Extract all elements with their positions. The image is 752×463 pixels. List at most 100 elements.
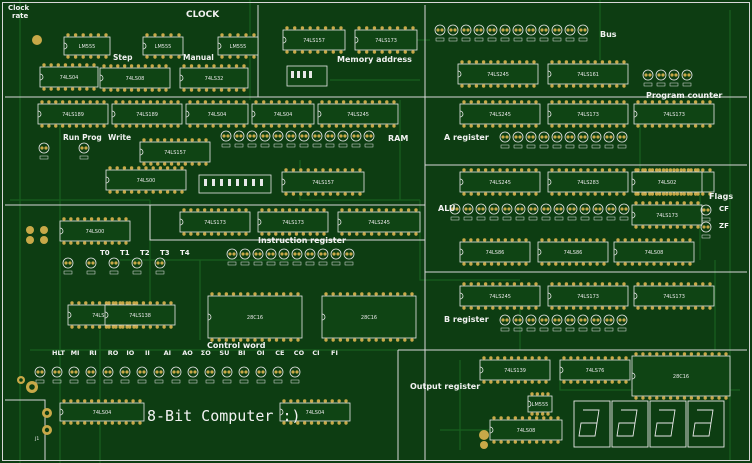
chip-label: 74LS138 — [129, 313, 151, 319]
chip-74ls173: 74LS173 — [179, 208, 251, 236]
chip-label: 74LS161 — [92, 313, 114, 319]
chip-label: 74LS86 — [486, 250, 505, 256]
bus-leds — [434, 24, 589, 42]
run-prog-label: Run Prog — [63, 133, 102, 142]
instruction-register-title: Instruction register — [258, 236, 346, 245]
bus-title: Bus — [600, 30, 617, 39]
chip-label: 74LS08 — [645, 250, 664, 256]
chip-74ls08: 74LS08 — [613, 238, 695, 266]
chip-label: 74LS283 — [577, 180, 599, 186]
chip-74ls189: 74LS189 — [111, 100, 183, 128]
chip-label: 74LS04 — [274, 112, 293, 118]
chip-label: LM555 — [79, 44, 96, 50]
chip-label: 28C16 — [247, 315, 263, 321]
chip-28c16: 28C16 — [631, 352, 731, 400]
chip-74ls04: 74LS04 — [279, 399, 351, 425]
chip-label: 74LS04 — [93, 410, 112, 416]
control-signal-label: IO — [126, 349, 134, 357]
chip-label: 74LS00 — [137, 178, 156, 184]
chip-74ls32: 74LS32 — [179, 64, 249, 92]
chip-label: 74LS245 — [487, 72, 509, 78]
chip-74ls245: 74LS245 — [457, 60, 539, 88]
timing-step-label: T0 — [100, 249, 110, 257]
control-signal-label: MI — [71, 349, 80, 357]
chip-74ls173: 74LS173 — [633, 282, 715, 310]
timing-step-label: T4 — [180, 249, 190, 257]
pc-leds — [642, 69, 693, 87]
chip-label: 74LS32 — [205, 76, 224, 82]
chip-label: 74LS173 — [577, 294, 599, 300]
b-register-title: B register — [444, 315, 489, 324]
control-signal-label: AO — [182, 349, 193, 357]
a-register-title: A register — [444, 133, 489, 142]
chip-74ls04: 74LS04 — [251, 100, 315, 128]
chip-label: 74LS04 — [60, 75, 79, 81]
chip-74ls08: 74LS08 — [489, 416, 563, 444]
chip-label: 74LS00 — [86, 229, 105, 235]
chip-label: 74LS08 — [126, 76, 145, 82]
alu-title: ALU — [438, 204, 456, 213]
b-register-leds — [499, 314, 628, 332]
timing-step-label: T3 — [160, 249, 170, 257]
write-label: Write — [108, 133, 131, 142]
chip-74ls245: 74LS245 — [337, 208, 421, 236]
chip-label: 74LS245 — [489, 294, 511, 300]
step-label: Step — [113, 53, 133, 62]
control-signal-label: AI — [164, 349, 171, 357]
chip-74ls157: 74LS157 — [282, 26, 346, 54]
manual-label: Manual — [183, 53, 214, 62]
chip-label: 74LS173 — [204, 220, 226, 226]
control-signal-label: II — [145, 349, 150, 357]
cf-led — [700, 204, 712, 222]
timing-step-label: T2 — [140, 249, 150, 257]
cf-label: CF — [719, 205, 729, 213]
control-signal-label: FI — [331, 349, 338, 357]
control-word-title: Control word — [207, 341, 266, 350]
chip-lm555: LM555 — [63, 33, 111, 59]
mode-leds — [38, 142, 90, 160]
chip-label: 74LS173 — [663, 294, 685, 300]
alu-leds — [449, 203, 630, 221]
chip-label: LM555 — [155, 44, 172, 50]
control-signal-label: RI — [89, 349, 96, 357]
ram-leds — [220, 130, 375, 148]
control-signal-label: OI — [257, 349, 265, 357]
chip-74ls00: 74LS00 — [105, 166, 187, 194]
chip-74ls283: 74LS283 — [547, 168, 629, 196]
chip-74ls157: 74LS157 — [281, 168, 365, 196]
chip-lm555: LM555 — [142, 33, 184, 59]
chip-74ls245: 74LS245 — [459, 168, 541, 196]
zf-led — [700, 221, 712, 239]
chip-74ls00: 74LS00 — [59, 217, 131, 245]
chip-label: LM555 — [230, 44, 247, 50]
chip-label: 74LS139 — [504, 368, 526, 374]
led-layer — [34, 24, 712, 384]
chip-74ls173: 74LS173 — [631, 201, 703, 229]
chip-label: 74LS245 — [368, 220, 390, 226]
dip-switch-address — [286, 65, 328, 87]
mounting-holes — [26, 35, 489, 449]
control-signal-label: CE — [275, 349, 284, 357]
chip-label: 28C16 — [673, 374, 689, 380]
chip-74ls138: 74LS138 — [104, 301, 176, 329]
power-connector: J1 — [17, 376, 52, 442]
chip-74ls173: 74LS173 — [633, 100, 715, 128]
chip-label: LM555 — [532, 402, 549, 408]
chip-74ls245: 74LS245 — [459, 282, 541, 310]
instruction-leds — [226, 248, 355, 266]
chip-label: 74LS157 — [303, 38, 325, 44]
chip-label: 74LS245 — [347, 112, 369, 118]
chip-74ls04: 74LS04 — [39, 63, 99, 91]
program-counter-title: Program counter — [646, 91, 722, 100]
control-signal-label: RO — [108, 349, 119, 357]
chip-label: 74LS189 — [136, 112, 158, 118]
chip-74ls86: 74LS86 — [459, 238, 531, 266]
a-register-leds — [499, 131, 628, 149]
chip-label: 74LS04 — [306, 410, 325, 416]
control-leds — [34, 366, 301, 384]
